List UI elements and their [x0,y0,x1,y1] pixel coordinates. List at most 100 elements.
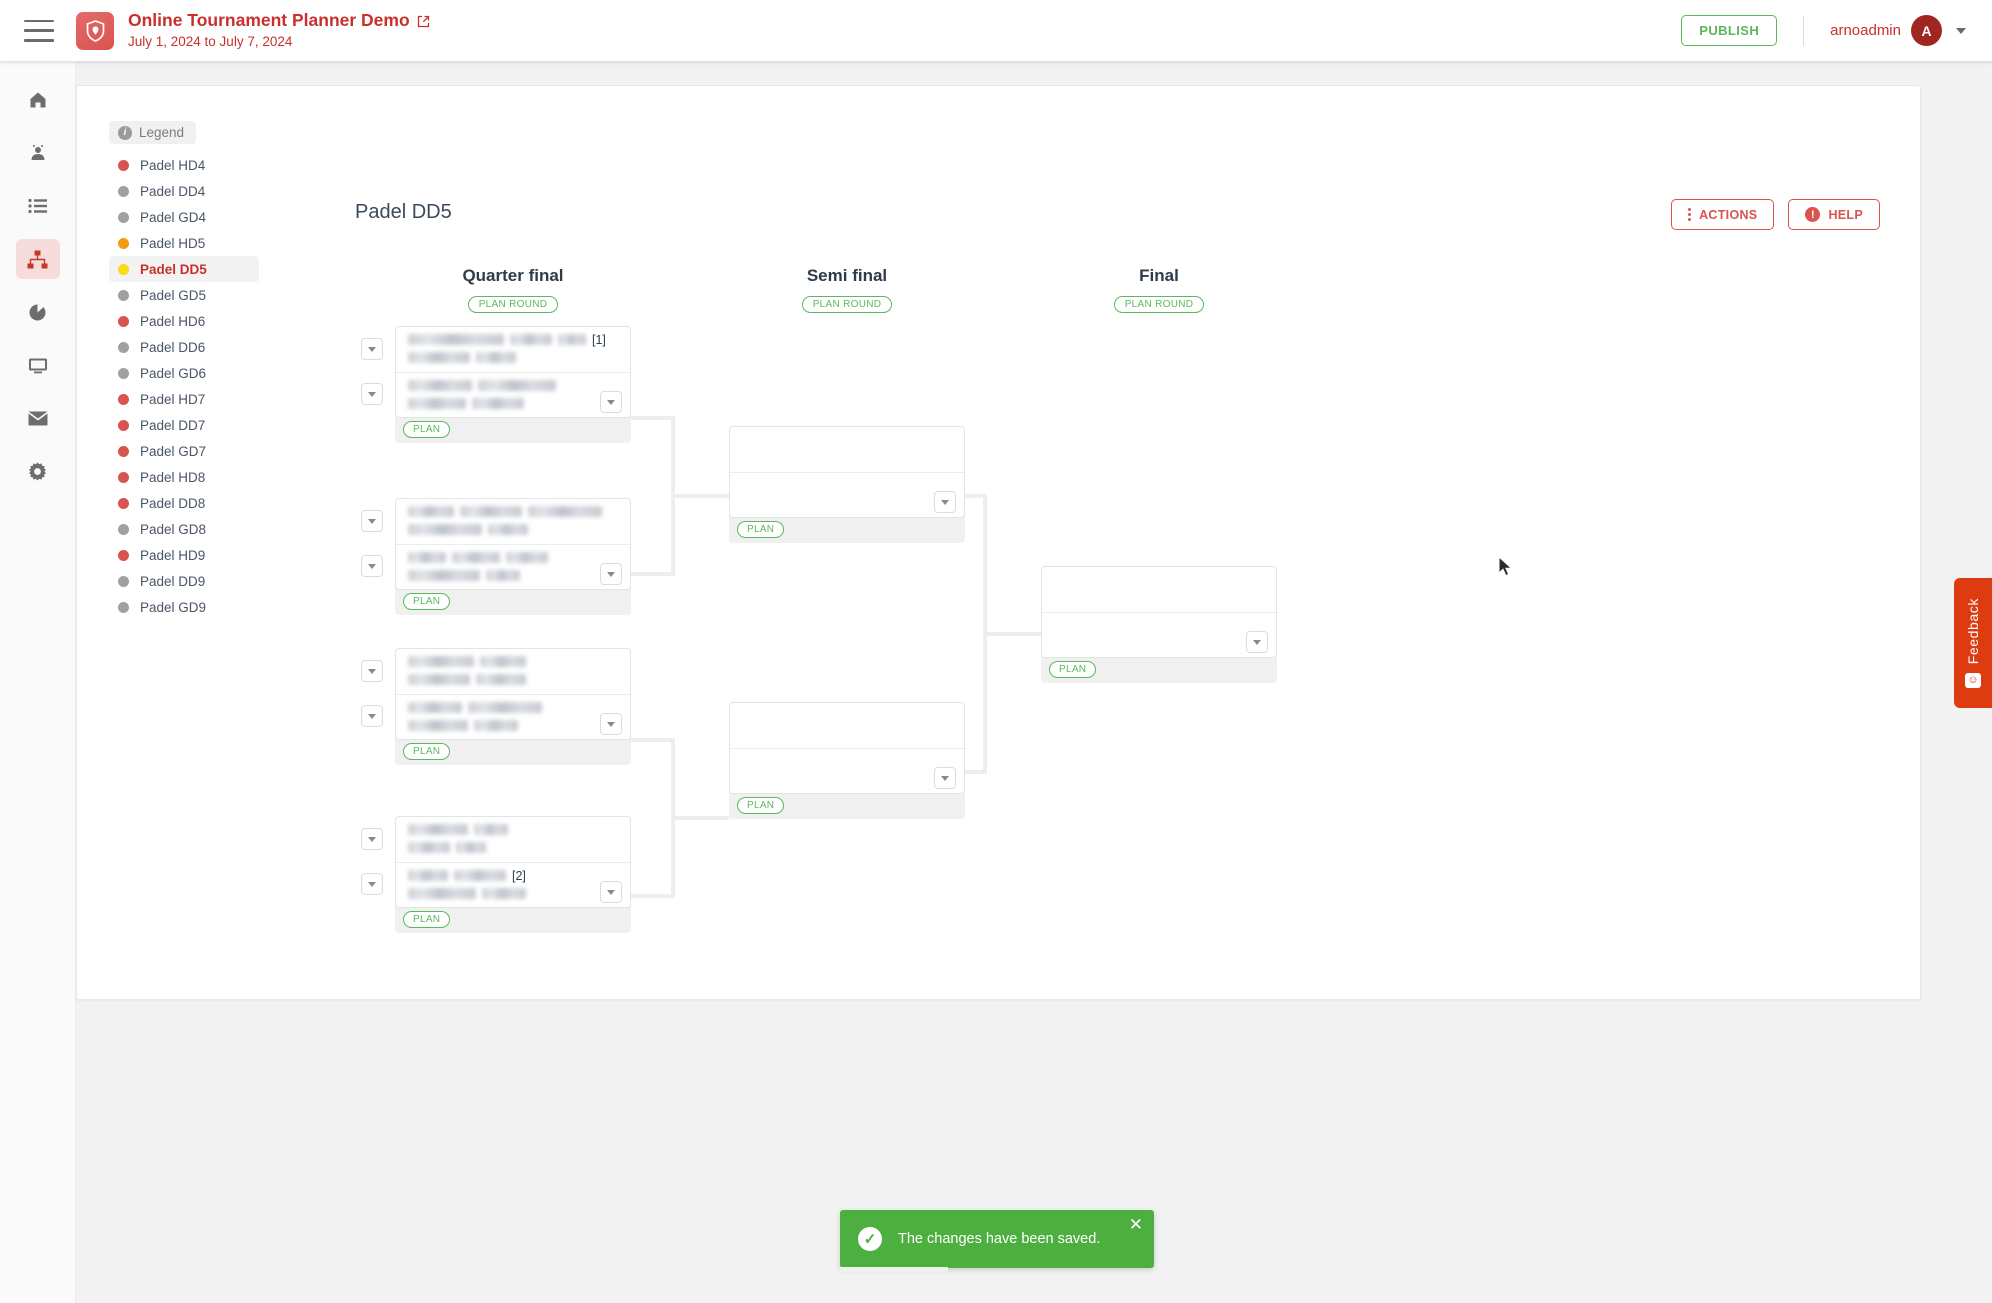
legend-item[interactable]: Padel DD4 [109,178,259,204]
legend-item[interactable]: Padel HD9 [109,542,259,568]
gear-icon [28,462,47,481]
match-options-caret[interactable] [600,391,622,413]
round-title: Final [1139,266,1179,285]
feedback-tab[interactable]: Feedback ☺ [1954,578,1992,708]
plan-button[interactable]: PLAN [403,743,451,760]
help-button[interactable]: ! HELP [1788,199,1880,230]
legend-item[interactable]: Padel DD8 [109,490,259,516]
match-card[interactable]: [1] PLAN [361,326,631,443]
team-row[interactable] [1042,612,1276,657]
team-row[interactable] [730,703,964,748]
legend-item[interactable]: Padel HD6 [109,308,259,334]
legend-item[interactable]: Padel DD5 [109,256,259,282]
legend-item[interactable]: Padel GD8 [109,516,259,542]
team-options-caret[interactable] [361,660,383,682]
plan-button[interactable]: PLAN [737,797,785,814]
tournament-title-row[interactable]: Online Tournament Planner Demo [128,10,430,32]
legend-item[interactable]: Padel DD7 [109,412,259,438]
plan-round-button[interactable]: PLAN ROUND [467,296,559,313]
legend-item[interactable]: Padel GD6 [109,360,259,386]
team-row[interactable]: [2] [396,862,630,907]
team-row[interactable] [1042,567,1276,612]
legend-color-dot [118,237,129,249]
team-options-caret[interactable] [361,383,383,405]
close-icon[interactable]: ✕ [1128,1215,1143,1234]
players-icon [28,143,48,163]
player-name-redacted [408,701,618,714]
chevron-down-icon[interactable] [1956,27,1966,34]
legend-color-dot [118,211,129,223]
legend-item[interactable]: Padel DD9 [109,568,259,594]
plan-button[interactable]: PLAN [737,521,785,538]
legend-item[interactable]: Padel HD5 [109,230,259,256]
legend-item[interactable]: Padel DD6 [109,334,259,360]
plan-button[interactable]: PLAN [403,421,451,438]
match-card[interactable]: PLAN [1041,566,1277,683]
actions-button[interactable]: ACTIONS [1671,199,1775,230]
match-card[interactable]: PLAN [361,648,631,765]
plan-round-button[interactable]: PLAN ROUND [1113,296,1205,313]
sidebar-item-settings[interactable] [16,451,60,491]
match-options-caret[interactable] [600,881,622,903]
team-row[interactable] [730,748,964,793]
match-card[interactable]: PLAN [729,702,965,819]
plan-round-button[interactable]: PLAN ROUND [801,296,893,313]
match-card[interactable]: PLAN [729,426,965,543]
match-body [395,498,631,590]
sidebar-item-mail[interactable] [16,398,60,438]
match-options-caret[interactable] [934,491,956,513]
team-row[interactable] [396,499,630,544]
legend-item[interactable]: Padel GD9 [109,594,259,620]
team-row[interactable]: [1] [396,327,630,372]
legend-item-label: Padel GD7 [140,443,207,459]
team-options-caret[interactable] [361,873,383,895]
sidebar-item-reports[interactable] [16,292,60,332]
legend-item[interactable]: Padel GD4 [109,204,259,230]
publish-button[interactable]: PUBLISH [1681,15,1778,46]
team-row[interactable] [396,372,630,417]
user-menu[interactable]: arnoadmin A [1830,15,1966,46]
pie-chart-icon [28,303,47,322]
monitor-icon [28,357,48,374]
sidebar-item-list[interactable] [16,186,60,226]
match-options-caret[interactable] [600,563,622,585]
sidebar-item-home[interactable] [16,80,60,120]
team-row[interactable] [396,544,630,589]
plan-button[interactable]: PLAN [403,593,451,610]
sidebar-item-display[interactable] [16,345,60,385]
team-options-caret[interactable] [361,510,383,532]
legend-item[interactable]: Padel HD4 [109,152,259,178]
team-options-caret[interactable] [361,555,383,577]
hamburger-icon[interactable] [24,19,54,42]
match-body: [2] [395,816,631,908]
plan-button[interactable]: PLAN [403,911,451,928]
match-card[interactable]: PLAN [361,498,631,615]
match-card[interactable]: [2] PLAN [361,816,631,933]
match-options-caret[interactable] [1246,631,1268,653]
match-body [395,648,631,740]
sidebar-item-bracket[interactable] [15,239,60,279]
team-row[interactable] [396,817,630,862]
match-options-caret[interactable] [600,713,622,735]
match-options-caret[interactable] [934,767,956,789]
bracket-connector [631,894,675,898]
team-row[interactable] [396,649,630,694]
legend-item[interactable]: Padel HD8 [109,464,259,490]
team-row[interactable] [730,427,964,472]
team-options-caret[interactable] [361,828,383,850]
team-options-caret[interactable] [361,705,383,727]
sidebar-item-players[interactable] [16,133,60,173]
plan-button[interactable]: PLAN [1049,661,1097,678]
redacted-text [486,570,520,581]
redacted-text [472,398,524,409]
bracket-connector [965,770,987,774]
team-options-caret[interactable] [361,338,383,360]
team-row[interactable] [730,472,964,517]
external-link-icon[interactable] [417,15,430,28]
legend-item[interactable]: Padel GD5 [109,282,259,308]
legend-item[interactable]: Padel HD7 [109,386,259,412]
legend-item-label: Padel HD8 [140,469,206,485]
team-row[interactable] [396,694,630,739]
legend-item[interactable]: Padel GD7 [109,438,259,464]
